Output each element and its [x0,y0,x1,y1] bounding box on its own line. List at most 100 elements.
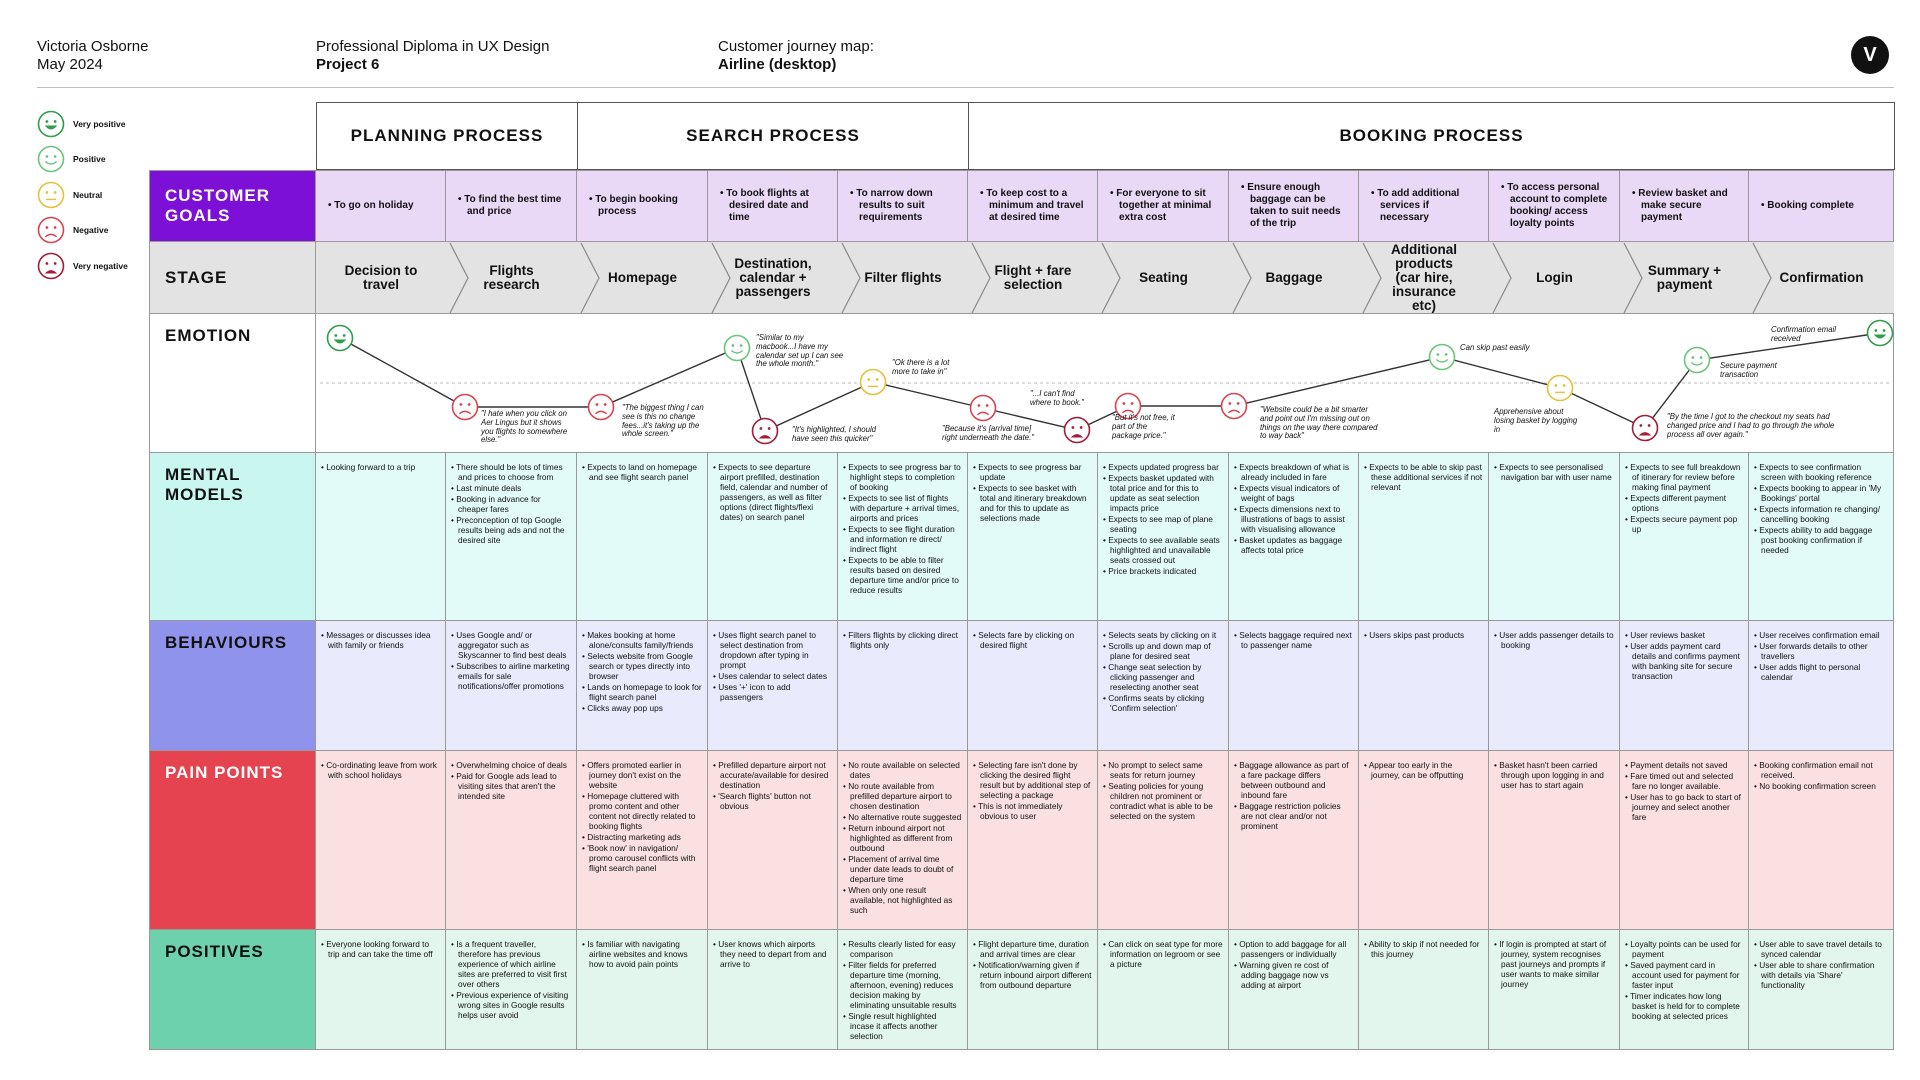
emotion-face-icon [451,393,479,421]
phase-header: SEARCH PROCESS [577,102,969,170]
mental-item: Basket updates as baggage affects total … [1234,535,1353,555]
positives-cell: User knows which airports they need to d… [708,930,838,1050]
emotion-point [1683,346,1711,374]
pain-item: No alternative route suggested [843,812,962,822]
mental-item: Expects to be able to skip past these ad… [1364,462,1483,492]
goal-text: To book flights at desired date and time [720,188,829,224]
emotion-face-icon [969,394,997,422]
emotion-face-icon [1631,414,1659,442]
customer-goal: Booking complete [1749,171,1894,242]
legend-item: Very negative [37,248,128,284]
positives-cell: Ability to skip if not needed for this j… [1359,930,1489,1050]
grid-left-border [149,171,150,1050]
mental-item: Expects to see full breakdown of itinera… [1625,462,1743,492]
behaviours-item: Selects website from Google search or ty… [582,651,702,681]
author-name: Victoria Osborne [37,38,149,55]
label-column-border [315,171,316,1050]
mental-cell: Expects to see departure airport prefill… [708,453,838,621]
positives-item: Can click on seat type for more informat… [1103,939,1223,969]
customer-goal: To add additional services if necessary [1359,171,1489,242]
stage-label: Decision to travel [344,263,418,292]
legend-label: Very negative [73,260,128,271]
behaviours-item: Makes booking at home alone/consults fam… [582,630,702,650]
customer-goal: To access personal account to complete b… [1489,171,1620,242]
positives-item: Loyalty points can be used for payment [1625,939,1743,959]
mental-cell: Expects to see full breakdown of itinera… [1620,453,1749,621]
behaviours-cell: Users skips past products [1359,621,1489,751]
stage-label: Confirmation [1779,270,1864,285]
mental-item: Expects breakdown of what is already inc… [1234,462,1353,482]
goal-text: Booking complete [1761,200,1854,212]
row-label-mental: MENTAL MODELS [149,453,315,621]
stage-label: Summary + payment [1647,263,1722,292]
positives-item: Timer indicates how long basket is held … [1625,991,1743,1021]
author-block: Victoria Osborne May 2024 [37,38,148,74]
mental-item: Expects dimensions next to illustrations… [1234,504,1353,534]
emotion-face-icon [1683,346,1711,374]
mental-item: Expects to see confirmation screen with … [1754,462,1888,482]
goal-text: To go on holiday [328,200,413,212]
positives-cell: Everyone looking forward to trip and can… [316,930,446,1050]
pain-cell: Selecting fare isn't done by clicking th… [968,751,1098,930]
goal-text: To find the best time and price [458,194,568,218]
emotion-quote: "Similar to my macbook...I have my calen… [756,333,844,369]
behaviours-item: Subscribes to airline marketing emails f… [451,661,571,691]
mental-item: Expects basket updated with total price … [1103,473,1223,513]
row-label-pain: PAIN POINTS [149,751,315,930]
goal-text: To add additional services if necessary [1371,188,1480,224]
mental-item: Expects to see basket with total and iti… [973,483,1092,523]
emotion-point [1546,374,1574,402]
pain-item: Co-ordinating leave from work with schoo… [321,760,440,780]
legend-item: Very positive [37,106,128,142]
customer-goal: Ensure enough baggage can be taken to su… [1229,171,1359,242]
legend-item: Negative [37,213,128,249]
pain-cell: Offers promoted earlier in journey don't… [577,751,708,930]
behaviours-cell: User receives confirmation emailUser for… [1749,621,1894,751]
very-negative-face-icon [37,252,65,280]
mental-item: Expects visual indicators of weight of b… [1234,483,1353,503]
emotion-quote: "Website could be a bit smarter and poin… [1260,405,1378,441]
positives-item: Is a frequent traveller, therefore has p… [451,939,571,989]
emotion-quote: Secure payment transaction [1720,361,1777,379]
mental-cell: Expects to land on homepage and see flig… [577,453,708,621]
behaviours-item: User receives confirmation email [1754,630,1888,640]
mental-cell: Expects to be able to skip past these ad… [1359,453,1489,621]
emotion-quote: Can skip past easily [1460,343,1530,352]
behaviours-cell: Messages or discusses idea with family o… [316,621,446,751]
goal-text: Ensure enough baggage can be taken to su… [1241,182,1350,230]
pain-cell: Booking confirmation email not received.… [1749,751,1894,930]
behaviours-cell: User adds passenger details to booking [1489,621,1620,751]
emotion-face-icon [751,417,779,445]
mental-cell: Expects updated progress barExpects bask… [1098,453,1229,621]
stage-label: Destination, calendar + passengers [734,256,812,299]
emotion-face-icon [1063,416,1091,444]
behaviours-cell: User reviews basketUser adds payment car… [1620,621,1749,751]
customer-goal: To keep cost to a minimum and travel at … [968,171,1098,242]
positives-cell: Can click on seat type for more informat… [1098,930,1229,1050]
positives-item: Option to add baggage for all passengers… [1234,939,1353,959]
pain-item: No booking confirmation screen [1754,781,1888,791]
goal-text: For everyone to sit together at minimal … [1110,188,1220,224]
emotion-point [1063,416,1091,444]
emotion-quote: "The biggest thing I can see is this no … [622,403,704,439]
pain-cell: Co-ordinating leave from work with schoo… [316,751,446,930]
positives-item: Single result highlighted incase it affe… [843,1011,962,1041]
positives-item: Flight departure time, duration and arri… [973,939,1092,959]
mental-cell: Expects to see progress bar to highlight… [838,453,968,621]
positives-cell: Is a frequent traveller, therefore has p… [446,930,577,1050]
goal-text: To narrow down results to suit requireme… [850,188,959,224]
emotion-point [1428,343,1456,371]
positives-item: Results clearly listed for easy comparis… [843,939,962,959]
mental-item: Preconception of top Google results bein… [451,515,571,545]
emotion-quote: Confirmation email received [1771,325,1836,343]
goal-text: Review basket and make secure payment [1632,188,1740,224]
pain-item: Appear too early in the journey, can be … [1364,760,1483,780]
behaviours-cell: Selects seats by clicking on itScrolls u… [1098,621,1229,751]
legend-label: Very positive [73,118,126,129]
customer-goal: To begin booking process [577,171,708,242]
mental-item: Expects to see departure airport prefill… [713,462,832,522]
mental-item: There should be lots of times and prices… [451,462,571,482]
mental-item: Expects to see list of flights with depa… [843,493,962,523]
emotion-point [723,334,751,362]
